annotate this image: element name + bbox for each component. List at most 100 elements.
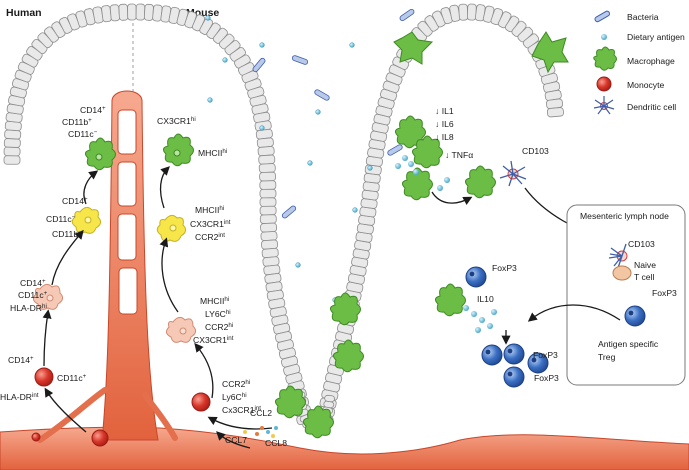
ccl8-label: CCL8 bbox=[265, 438, 287, 448]
svg-text:HLA-DRhi: HLA-DRhi bbox=[10, 303, 47, 313]
human-monocyte bbox=[34, 367, 54, 387]
svg-text:CD11c+: CD11c+ bbox=[57, 373, 87, 383]
bacterium bbox=[252, 57, 266, 73]
svg-text:FoxP3: FoxP3 bbox=[492, 263, 517, 273]
epithelial-cell bbox=[546, 107, 564, 118]
human-stage1-label: CD14+ CD11c+ HLA-DRint bbox=[0, 355, 87, 402]
epithelial-cell bbox=[261, 239, 279, 250]
svg-text:↓ IL6: ↓ IL6 bbox=[435, 119, 454, 129]
svg-text:MHCIIhi: MHCIIhi bbox=[195, 205, 224, 215]
svg-text:CD11c−: CD11c− bbox=[46, 214, 76, 224]
crypt-macrophage-4 bbox=[332, 339, 364, 373]
dietary-antigen bbox=[222, 57, 228, 63]
bacteria-group bbox=[252, 8, 415, 219]
svg-text:FoxP3: FoxP3 bbox=[652, 288, 677, 298]
svg-text:MHCIIhi: MHCIIhi bbox=[200, 296, 229, 306]
mouse-stage3-label: MHCIIhi CX3CR1int CCR2int bbox=[190, 205, 231, 242]
legend-bacteria: Bacteria bbox=[594, 10, 659, 23]
svg-text:CD14+: CD14+ bbox=[8, 355, 34, 365]
crypt-macrophage-2 bbox=[302, 405, 334, 439]
legend-dietary-antigen: Dietary antigen bbox=[601, 32, 685, 42]
epithelial-cell bbox=[109, 4, 120, 22]
dendritic-cell-node: CD103 bbox=[608, 239, 655, 269]
dendritic-cell-lumen: CD103 bbox=[499, 146, 549, 187]
mouse-stage2-label: MHCIIhi LY6Chi CCR2hi CX3CR1int bbox=[193, 296, 234, 345]
villus-macrophage-2 bbox=[411, 135, 443, 169]
capillary-rungs bbox=[117, 109, 138, 315]
svg-text:T cell: T cell bbox=[634, 272, 654, 282]
dietary-antigen bbox=[205, 15, 211, 21]
svg-text:CD11b+: CD11b+ bbox=[62, 117, 92, 127]
epithelial-cell bbox=[143, 3, 154, 21]
antigen-specific-label: Antigen specific bbox=[598, 339, 659, 349]
lymph-node-title: Mesenteric lymph node bbox=[580, 211, 669, 221]
svg-text:CCR2int: CCR2int bbox=[195, 232, 225, 242]
svg-text:FoxP3: FoxP3 bbox=[534, 373, 559, 383]
chemokine-dots bbox=[243, 426, 278, 438]
svg-text:↓ IL8: ↓ IL8 bbox=[435, 132, 454, 142]
mouse-lineage bbox=[156, 133, 273, 449]
svg-text:↓ IL1: ↓ IL1 bbox=[435, 106, 454, 116]
chemokine-labels: CCL2 CCL7 CCL8 bbox=[225, 408, 287, 448]
svg-text:Monocyte: Monocyte bbox=[627, 80, 664, 90]
villus-macrophage-3 bbox=[401, 167, 433, 201]
legend: Bacteria Dietary antigen Macrophage Mono… bbox=[593, 10, 685, 115]
svg-text:Cx3CR1int: Cx3CR1int bbox=[222, 405, 261, 415]
villus-macrophage-1 bbox=[394, 115, 426, 149]
epithelial-cell bbox=[259, 214, 277, 224]
epithelial-cell bbox=[259, 171, 277, 182]
svg-text:HLA-DRint: HLA-DRint bbox=[0, 392, 39, 402]
bacterium bbox=[399, 8, 415, 22]
svg-text:CD14+: CD14+ bbox=[62, 196, 88, 206]
svg-text:CX3CR1int: CX3CR1int bbox=[193, 335, 234, 345]
epithelial-cell bbox=[258, 154, 276, 165]
crypt-macrophage-1 bbox=[274, 385, 306, 419]
villus-macrophage-4 bbox=[464, 165, 496, 199]
svg-text:CD11c−: CD11c− bbox=[68, 129, 98, 139]
dietary-antigen bbox=[352, 207, 358, 213]
ccl7-label: CCL7 bbox=[225, 435, 247, 445]
svg-text:FoxP3: FoxP3 bbox=[533, 350, 558, 360]
bacterium bbox=[387, 144, 403, 156]
cytokine-labels: ↓ IL1 ↓ IL6 ↓ IL8 ↓ TNFα bbox=[435, 106, 473, 160]
intestinal-epithelium bbox=[3, 3, 564, 436]
svg-text:Dendritic cell: Dendritic cell bbox=[627, 102, 676, 112]
legend-monocyte: Monocyte bbox=[596, 76, 664, 92]
svg-text:↓ TNFα: ↓ TNFα bbox=[445, 150, 473, 160]
dietary-antigen bbox=[295, 262, 301, 268]
lumen-macrophage-2 bbox=[531, 31, 569, 74]
il10-label: IL10 bbox=[477, 294, 494, 304]
epithelial-cell bbox=[260, 222, 278, 233]
svg-text:CD103: CD103 bbox=[522, 146, 549, 156]
epithelial-cell bbox=[257, 146, 275, 157]
svg-text:CD14+: CD14+ bbox=[80, 105, 106, 115]
mouse-stage1-label: CCR2hi Ly6Chi Cx3CR1int bbox=[222, 379, 261, 415]
mesenteric-lymph-node-box bbox=[566, 204, 686, 386]
human-stage2-label: CD14+ CD11c+ HLA-DRhi bbox=[10, 278, 48, 313]
dietary-antigen bbox=[259, 42, 265, 48]
lumen-macrophage-1 bbox=[393, 31, 434, 65]
epithelial-cell bbox=[4, 129, 22, 140]
svg-text:LY6Chi: LY6Chi bbox=[205, 309, 231, 319]
svg-text:Dietary antigen: Dietary antigen bbox=[627, 32, 685, 42]
svg-text:Macrophage: Macrophage bbox=[627, 56, 675, 66]
epithelial-cell bbox=[135, 3, 146, 21]
dietary-antigen bbox=[207, 97, 213, 103]
svg-text:CCR2hi: CCR2hi bbox=[205, 322, 233, 332]
human-stage4-label: CD14+ CD11b+ CD11c− bbox=[62, 105, 106, 139]
crypt-macrophage-3 bbox=[329, 292, 361, 326]
epithelial-cell bbox=[458, 3, 469, 21]
ccl2-label: CCL2 bbox=[250, 408, 272, 418]
node-treg: FoxP3 bbox=[624, 288, 677, 327]
villus-macrophage-5 bbox=[434, 283, 466, 317]
epithelial-cell bbox=[127, 3, 137, 21]
epithelial-cell bbox=[258, 163, 276, 173]
dietary-antigen bbox=[259, 125, 265, 131]
svg-text:CCR2hi: CCR2hi bbox=[222, 379, 250, 389]
epithelial-cell bbox=[3, 155, 21, 165]
dietary-antigen bbox=[315, 109, 321, 115]
tissue-tregs: FoxP3 FoxP3 FoxP3 IL10 bbox=[465, 263, 559, 388]
villus-antigen-dots bbox=[395, 155, 497, 333]
epithelial-cell bbox=[260, 231, 278, 241]
epithelial-cell bbox=[259, 205, 277, 216]
